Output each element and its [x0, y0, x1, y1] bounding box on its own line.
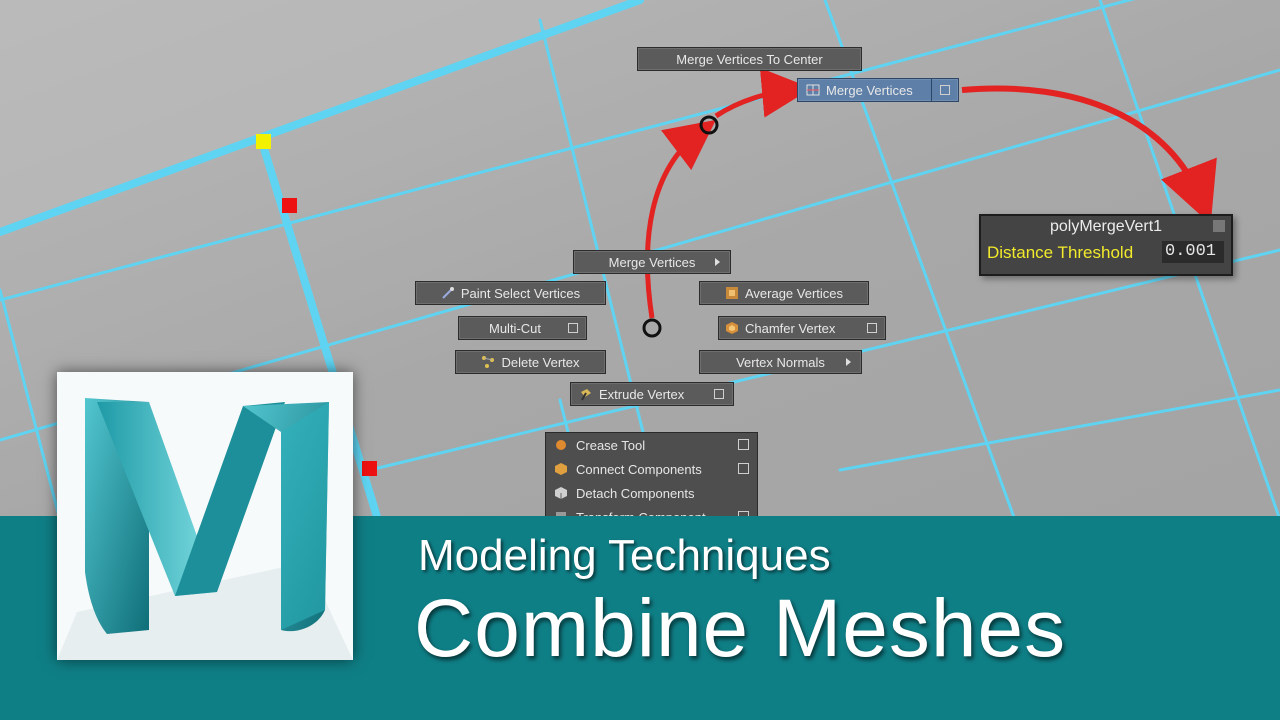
paint-brush-icon [442, 287, 454, 299]
merge-vertices-options-checkbox[interactable] [940, 85, 950, 95]
connect-components-label: Connect Components [576, 461, 702, 477]
merge-vertices-to-center-label: Merge Vertices To Center [676, 51, 823, 67]
marking-menu-center [642, 318, 662, 338]
chamfer-vertex-options-checkbox[interactable] [867, 323, 877, 333]
connect-icon [555, 463, 567, 475]
merge-vertices-label: Merge Vertices [826, 82, 913, 98]
node-name: polyMergeVert1 [1049, 218, 1163, 235]
delete-vertex-icon [482, 356, 495, 368]
gesture-arrow [714, 67, 812, 119]
panel-menu-icon[interactable] [1213, 220, 1225, 232]
video-subtitle: Modeling Techniques [418, 531, 831, 580]
merge-vertices-submenu-item[interactable]: Merge Vertices [573, 250, 731, 274]
distance-threshold-label[interactable]: Distance Threshold [987, 243, 1134, 262]
extrude-vertex-item[interactable]: Extrude Vertex [570, 382, 734, 406]
highlighted-vertex [256, 134, 271, 149]
gesture-point [699, 115, 719, 135]
extrude-vertex-label: Extrude Vertex [599, 386, 685, 402]
average-vertices-item[interactable]: Average Vertices [699, 281, 869, 305]
crease-tool-item[interactable]: Crease Tool [546, 433, 757, 457]
vertex-normals-item[interactable]: Vertex Normals [699, 350, 862, 374]
crease-tool-label: Crease Tool [576, 437, 646, 453]
multi-cut-item[interactable]: Multi-Cut [458, 316, 587, 340]
average-vertices-icon [725, 287, 738, 299]
selected-vertex [282, 198, 297, 213]
delete-vertex-item[interactable]: Delete Vertex [455, 350, 606, 374]
submenu-arrow-icon [715, 258, 720, 266]
crease-tool-options-checkbox[interactable] [738, 439, 749, 450]
merge-vertices-item[interactable]: Merge Vertices [797, 78, 959, 102]
detach-components-label: Detach Components [576, 485, 695, 501]
maya-logo-card [57, 372, 353, 660]
callout-arrow [961, 85, 1217, 225]
maya-m-logo [57, 398, 353, 660]
merge-vertices-icon [806, 84, 820, 96]
chamfer-vertex-label: Chamfer Vertex [745, 320, 836, 336]
crease-icon [556, 440, 566, 450]
extrude-vertex-icon [581, 389, 591, 401]
detach-icon [555, 487, 567, 499]
connect-components-item[interactable]: Connect Components [546, 457, 757, 481]
delete-vertex-label: Delete Vertex [501, 354, 580, 370]
vertex-component-menu: Crease Tool Connect Components Detach Co… [545, 432, 758, 528]
video-title: Combine Meshes [414, 583, 1067, 674]
average-vertices-label: Average Vertices [744, 285, 844, 301]
selected-vertex [362, 461, 377, 476]
in-view-attribute-panel: polyMergeVert1 Distance Threshold 0.001 [979, 214, 1233, 276]
vertex-normals-label: Vertex Normals [736, 354, 825, 370]
border-edge-vertical [258, 138, 382, 524]
multi-cut-options-checkbox[interactable] [568, 323, 578, 333]
extrude-vertex-options-checkbox[interactable] [714, 389, 724, 399]
gesture-arrow [644, 119, 716, 319]
paint-select-vertices-label: Paint Select Vertices [460, 285, 581, 301]
connect-components-options-checkbox[interactable] [738, 463, 749, 474]
border-edge [0, 0, 644, 236]
chamfer-vertex-item[interactable]: Chamfer Vertex [718, 316, 886, 340]
chamfer-vertex-icon [726, 322, 738, 334]
detach-components-item[interactable]: Detach Components [546, 481, 757, 505]
distance-threshold-field[interactable]: 0.001 [1162, 241, 1224, 263]
paint-select-vertices-item[interactable]: Paint Select Vertices [415, 281, 606, 305]
submenu-arrow-icon [846, 358, 851, 366]
merge-vertices-submenu-label: Merge Vertices [608, 254, 696, 270]
merge-vertices-to-center-item[interactable]: Merge Vertices To Center [637, 47, 862, 71]
multi-cut-label: Multi-Cut [489, 320, 542, 336]
